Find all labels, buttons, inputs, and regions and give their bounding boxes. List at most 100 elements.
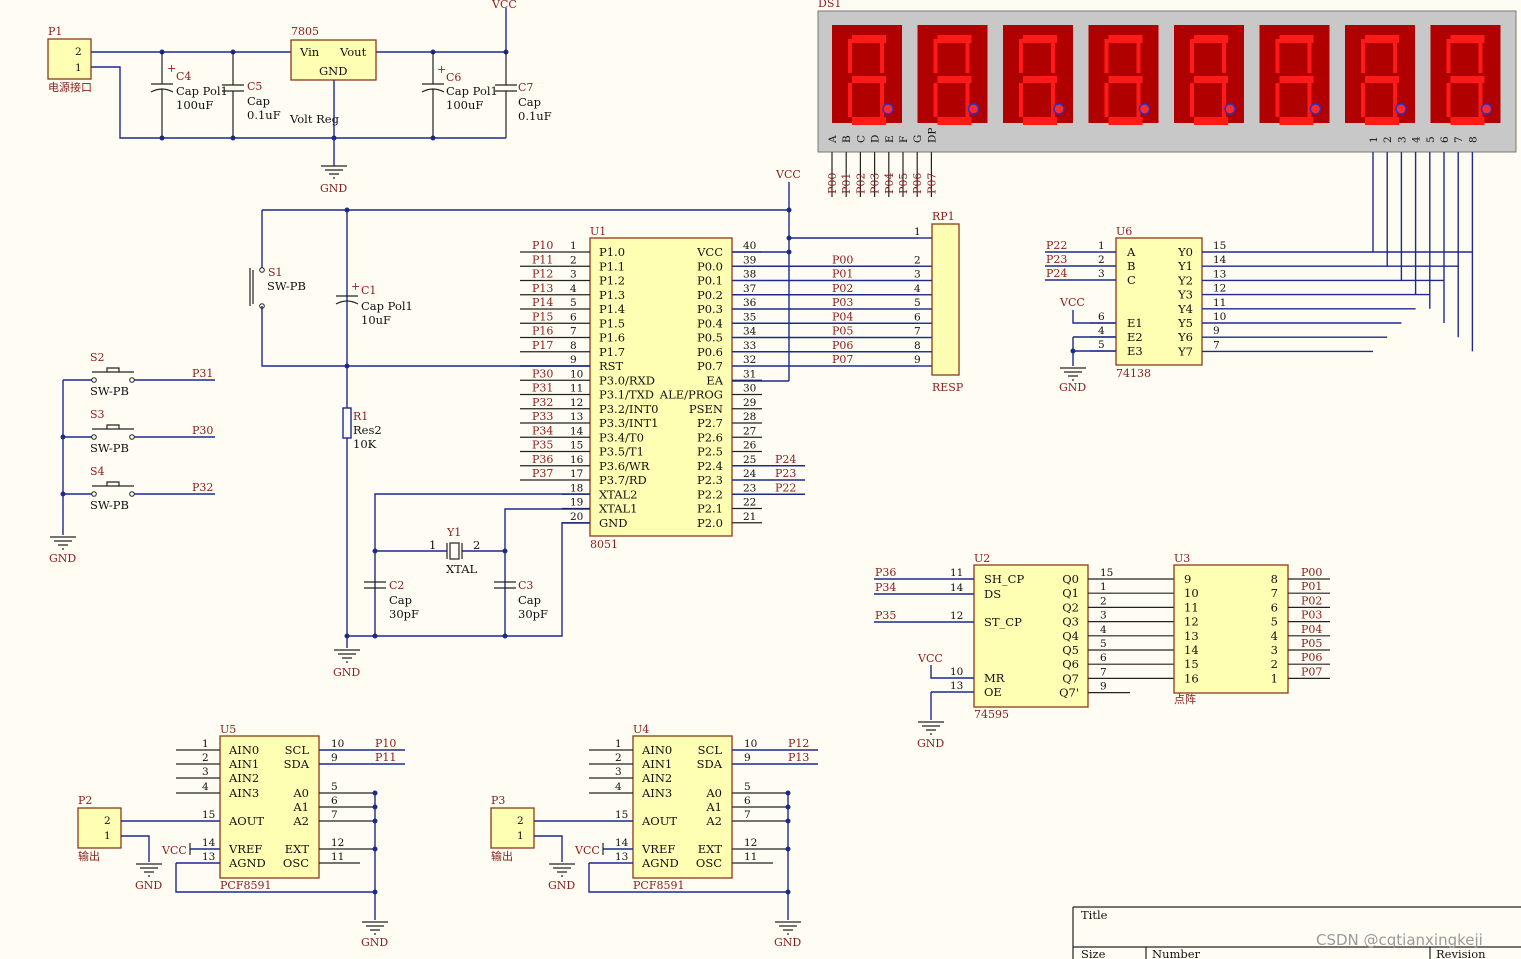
mcu-pin-name: P1.2 bbox=[599, 274, 625, 288]
segment bbox=[1393, 83, 1397, 117]
mcu-pin-name: P2.7 bbox=[697, 416, 723, 430]
adc-pin-name: AOUT bbox=[228, 814, 264, 828]
conn-label: 输出 bbox=[78, 849, 100, 863]
adc-pin-num: 15 bbox=[615, 809, 628, 821]
mcu-pin-num: 6 bbox=[570, 311, 577, 323]
segment bbox=[1478, 39, 1483, 73]
rp1-pin: 3 bbox=[914, 269, 921, 281]
u3-part: 点阵 bbox=[1174, 692, 1196, 706]
adc-net: P12 bbox=[788, 737, 809, 750]
adc-pin-num: 9 bbox=[744, 752, 751, 764]
segment bbox=[1019, 39, 1023, 73]
mcu-net-label: P03 bbox=[832, 296, 853, 309]
c3-value: 30pF bbox=[518, 607, 548, 621]
mcu-pin-name: P3.3/INT1 bbox=[599, 416, 659, 430]
u2-pin-num: 10 bbox=[950, 666, 963, 678]
segment bbox=[1023, 35, 1057, 43]
mcu-pin-num: 5 bbox=[570, 297, 577, 309]
mcu-pin-num: 34 bbox=[743, 326, 757, 338]
mcu-pin-num: 11 bbox=[570, 383, 583, 395]
adc-pin-num: 14 bbox=[615, 837, 629, 849]
digit-pin-6: 6 bbox=[1439, 136, 1451, 143]
segment bbox=[1279, 35, 1314, 43]
u3-pin-num: 14 bbox=[1184, 643, 1199, 657]
segment bbox=[1108, 35, 1143, 43]
segment bbox=[1108, 117, 1143, 125]
switch-part: SW-PB bbox=[90, 441, 129, 455]
segment bbox=[1279, 117, 1314, 125]
seg-pin-A: A bbox=[827, 135, 839, 144]
rp1-pin: 9 bbox=[914, 354, 921, 366]
adc-pin-name: A2 bbox=[705, 814, 722, 828]
seg-pin-B: B bbox=[841, 135, 853, 143]
conn-label: 输出 bbox=[491, 849, 513, 863]
u2-pin-num: 14 bbox=[950, 582, 964, 594]
u2-pin-num: 4 bbox=[1100, 624, 1107, 636]
svg-text:GND: GND bbox=[49, 552, 76, 565]
u6-pin-name: Y0 bbox=[1177, 245, 1193, 259]
digit-pin-7: 7 bbox=[1453, 136, 1465, 143]
switch-contact bbox=[91, 491, 97, 497]
adc-pin-num: 15 bbox=[202, 809, 215, 821]
adc-pin-num: 2 bbox=[615, 752, 622, 764]
adc-pin-name: AOUT bbox=[641, 814, 677, 828]
segment bbox=[1275, 39, 1280, 73]
adc-pin-num: 4 bbox=[615, 781, 622, 793]
u6-pin-num: 15 bbox=[1213, 240, 1226, 252]
ground-symbol bbox=[136, 863, 162, 877]
mcu-pin-num: 35 bbox=[743, 311, 756, 323]
mcu-pin-num: 29 bbox=[743, 397, 756, 409]
rp1-pin: 5 bbox=[914, 297, 921, 309]
u6-pin-num: 2 bbox=[1098, 254, 1105, 266]
reg-gnd: GND bbox=[319, 64, 347, 78]
crystal-y1 bbox=[449, 542, 460, 560]
junction bbox=[785, 790, 791, 796]
mcu-pin-name: P1.0 bbox=[599, 245, 625, 259]
segment bbox=[1450, 35, 1485, 43]
rp1-part: RESP bbox=[932, 381, 964, 394]
adc-pin-name: AIN2 bbox=[228, 771, 259, 785]
mcu-pin-num: 19 bbox=[570, 497, 583, 509]
u6-body bbox=[1115, 237, 1203, 366]
p1-label: 电源接口 bbox=[48, 80, 92, 94]
mcu-pin-name: P2.6 bbox=[697, 430, 723, 444]
c3-ref: C3 bbox=[518, 579, 533, 592]
mcu-net-label: P34 bbox=[532, 424, 553, 437]
segment bbox=[880, 83, 884, 117]
digit-segments bbox=[1190, 35, 1228, 125]
seg-net: P04 bbox=[883, 173, 896, 194]
segment bbox=[933, 83, 938, 117]
adc-pin-num: 2 bbox=[202, 752, 209, 764]
u3-pin-num: 7 bbox=[1271, 586, 1278, 600]
adc-pin-name: SCL bbox=[698, 743, 723, 757]
number-label: Number bbox=[1152, 947, 1201, 959]
switch-part: SW-PB bbox=[90, 384, 129, 398]
mcu-ref: U1 bbox=[590, 225, 606, 238]
segment bbox=[1307, 39, 1312, 73]
seg-net: P00 bbox=[826, 173, 839, 194]
adc-wires bbox=[175, 793, 376, 920]
segment bbox=[1051, 83, 1055, 117]
segment bbox=[848, 39, 852, 73]
vcc-label: VCC bbox=[574, 844, 600, 857]
segment bbox=[1194, 76, 1228, 83]
u2-pin-name: MR bbox=[984, 671, 1005, 685]
u6-pin-num: 4 bbox=[1098, 325, 1105, 337]
c1-type: Cap Pol1 bbox=[361, 299, 413, 313]
digit-segments bbox=[1104, 35, 1143, 125]
decimal-point bbox=[1138, 103, 1151, 115]
adc-pin-num: 1 bbox=[615, 738, 622, 750]
mcu-pin-num: 40 bbox=[743, 240, 756, 252]
adc-pin-num: 10 bbox=[744, 738, 757, 750]
u6-pin-name: E3 bbox=[1127, 344, 1143, 358]
switch-s2 bbox=[92, 367, 134, 373]
mcu-pin-num: 32 bbox=[743, 354, 756, 366]
mcu-pin-name: P0.6 bbox=[697, 345, 723, 359]
segment bbox=[880, 39, 884, 73]
adc-pin-name: AGND bbox=[641, 856, 679, 870]
u6-pin-num: 14 bbox=[1213, 254, 1227, 266]
segment bbox=[1450, 117, 1485, 125]
